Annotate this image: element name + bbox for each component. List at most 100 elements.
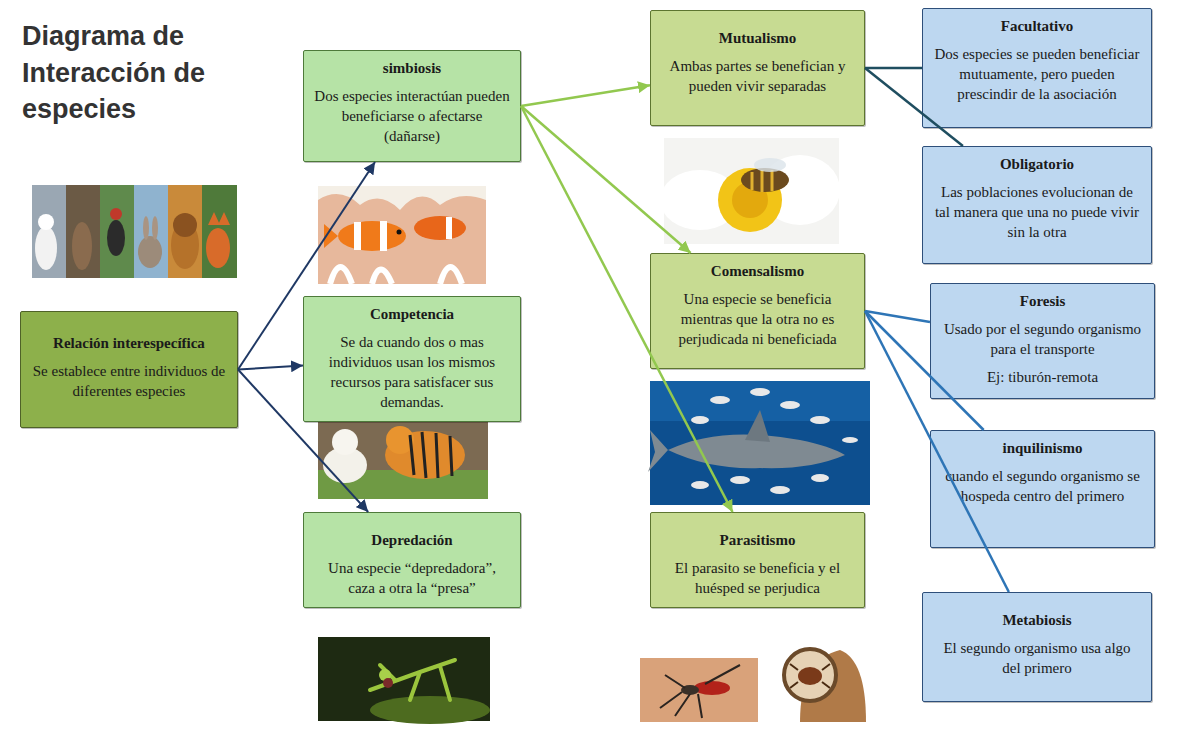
box-text: El parasito se beneficia y el huésped se… [661,559,854,599]
tigers-photo-part [332,429,358,455]
animals-photo-part [138,236,162,268]
root-box: Relación interespecífica Se establece ent… [20,311,238,428]
connector-line [238,370,368,513]
box-text: Se da cuando dos o mas individuos usan l… [314,333,510,413]
tick-photo-part [790,664,830,688]
connector-line [865,311,1009,592]
example-text: Ej: tiburón-remota [941,368,1144,388]
clownfish-photo-part [318,186,486,284]
animals-photo-part [35,226,57,270]
clownfish-photo-part [354,222,361,250]
connector-line [865,68,963,146]
box-text: Usado por el segundo organismo para el t… [941,320,1144,360]
box-heading: simbiosis [314,59,510,79]
clownfish-photo-part [330,267,462,284]
subtype-box: inquilinismo cuando el segundo organismo … [930,430,1155,548]
clownfish-photo-part [414,216,466,240]
animals-photo-part [107,220,125,256]
type-box: Parasitismo El parasito se beneficia y el… [650,512,865,608]
animals-photo-part [100,185,134,278]
box-heading: inquilinismo [941,439,1144,459]
shark-photo-part [710,396,730,404]
animals-photo-part [208,212,230,225]
diagram-title: Diagrama de Interacción de especies [22,18,252,128]
tick-photo-part [798,667,822,685]
tigers-photo [318,415,488,499]
tigers-photo-part [318,415,488,499]
connector-line [238,162,375,370]
type-box: MutualismoAmbas partes se benefician y p… [650,10,865,126]
box-heading: Obligatorio [933,155,1141,175]
shark-photo-part [650,381,870,505]
animals-photo-part [168,185,202,278]
shark-photo-part [810,416,830,424]
animals-photo-part [32,185,66,278]
animals-photo-part [206,228,230,268]
box-text: Las poblaciones evolucionan de tal maner… [933,183,1141,243]
tick-photo [780,642,866,722]
animals-photo [32,185,237,278]
tick-photo-part [784,649,836,701]
box-text: cuando el segundo organismo se hospeda c… [941,467,1144,507]
shark-photo-part [750,388,770,396]
connector-line [865,311,930,322]
clownfish-photo-part [380,221,387,251]
clownfish-photo-part [446,217,452,239]
box-heading: Mutualismo [661,29,854,49]
shark-photo-part [770,486,790,494]
animals-photo-part [72,222,92,270]
animals-photo-part [134,185,168,278]
connector-line [865,67,922,70]
animals-photo-part [38,214,54,230]
category-box: DepredaciónUna especie “depredadora”, ca… [303,512,521,608]
tigers-photo-part [410,432,452,478]
connector-line [521,85,650,106]
clownfish-photo-part [324,224,338,248]
connector-line [238,366,303,370]
box-text: Una especie “depredadora”, caza a otra l… [314,559,510,599]
box-text: Una especie se beneficia mientras que la… [661,290,854,350]
box-heading: Foresis [941,292,1144,312]
animals-photo-part [152,216,158,240]
subtype-box: ObligatorioLas poblaciones evolucionan d… [922,146,1152,264]
shark-photo-part [842,437,858,443]
box-heading: Relación interespecífica [31,334,227,354]
box-heading: Competencia [314,305,510,325]
mantis-photo-part [370,660,455,700]
shark-photo-part [691,481,709,489]
box-text: El segundo organismo usa algo del primer… [933,639,1141,679]
box-heading: Facultativo [933,17,1141,37]
mantis-photo-part [383,678,393,688]
box-text: Dos especies interactúan pueden benefici… [314,87,510,147]
box-text: Dos especies se pueden beneficiar mutuam… [933,45,1141,105]
subtype-box: FacultativoDos especies se pueden benefi… [922,8,1152,128]
animals-photo-part [173,213,197,237]
mosquito-photo-part [660,665,740,718]
category-box: simbiosisDos especies interactúan pueden… [303,50,521,162]
box-heading: Parasitismo [661,531,854,551]
clownfish-photo [318,186,486,284]
shark-photo-part [691,388,858,494]
animals-photo-part [110,208,122,220]
shark-photo-part [811,474,829,482]
shark-photo-part [780,401,800,409]
tick-photo-part [780,642,866,722]
box-heading: Metabiosis [933,611,1141,631]
mosquito-photo-part [694,681,730,695]
shark-photo [648,381,870,505]
category-box: Competencia Se da cuando dos o mas indivi… [303,296,521,422]
shark-photo-part [745,410,770,442]
animals-photo-part [66,185,100,278]
mantis-photo-part [370,696,490,724]
box-text: Ambas partes se benefician y pueden vivi… [661,57,854,97]
connector-line [521,106,733,512]
bee-photo-part [754,158,786,172]
shark-photo-part [730,476,750,484]
clownfish-photo-part [318,186,486,210]
bee-photo [660,138,840,244]
subtype-box: ForesisUsado por el segundo organismo pa… [930,283,1155,399]
bee-photo-part [752,170,772,192]
box-text: Se establece entre individuos de diferen… [31,362,227,402]
mantis-photo [318,637,490,724]
